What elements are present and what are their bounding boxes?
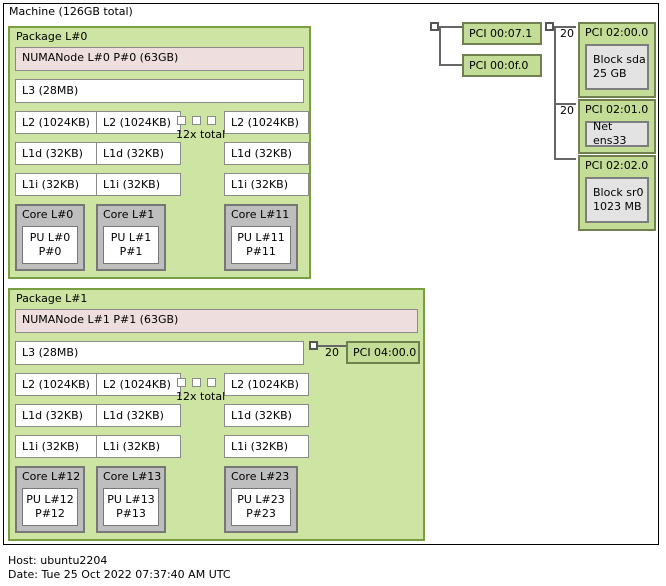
l1d-cache-box-1-2 [224, 404, 309, 427]
pci-left-line-h1 [439, 64, 463, 66]
l2-cache-box-0-2 [224, 111, 309, 134]
pci-link-speed-1: 20 [325, 346, 339, 359]
ellipsis-minibox-0-2 [207, 116, 216, 125]
ellipsis-minibox-1-1 [192, 378, 201, 387]
pu-box-1-1: PU L#13 P#13 [103, 488, 159, 526]
footer-date: Date: Tue 25 Oct 2022 07:37:40 AM UTC [8, 568, 231, 581]
footer-host: Host: ubuntu2204 [8, 554, 108, 567]
pu-box-0-1: PU L#1 P#1 [103, 226, 159, 264]
pu-box-0-2: PU L#11 P#11 [231, 226, 291, 264]
l3-cache-label-1: L3 (28MB) [22, 346, 79, 359]
pci-device-box-04000[interactable] [346, 341, 420, 364]
l1i-cache-label-1-1: L1i (32KB) [103, 440, 161, 453]
l2-cache-label-0-1: L2 (1024KB) [103, 116, 171, 129]
l2-cache-label-1-0: L2 (1024KB) [22, 378, 90, 391]
l3-cache-box-0 [15, 79, 304, 103]
l1d-cache-label-0-2: L1d (32KB) [231, 147, 292, 160]
pci-right-line-h1 [554, 103, 576, 105]
l2-cache-label-1-1: L2 (1024KB) [103, 378, 171, 391]
numanode-label-1: NUMANode L#1 P#1 (63GB) [22, 313, 179, 326]
core-label-0-2: Core L#11 [231, 208, 290, 221]
pci-link-line-1 [318, 345, 348, 347]
pci-device-box-000f0[interactable] [462, 54, 542, 77]
package-label-0: Package L#0 [16, 30, 88, 43]
pci-link-speed-02000: 20 [560, 27, 574, 40]
l1i-cache-label-0-0: L1i (32KB) [22, 178, 80, 191]
l1d-cache-box-0-2 [224, 142, 309, 165]
l3-cache-box-1 [15, 341, 304, 365]
pci-right-line-h0 [554, 26, 576, 28]
pci-device-label-00071: PCI 00:07.1 [469, 27, 533, 40]
core-label-0-1: Core L#1 [103, 208, 155, 221]
machine-label: Machine (126GB total) [9, 5, 133, 18]
numanode-label-0: NUMANode L#0 P#0 (63GB) [22, 51, 179, 64]
l1i-cache-box-0-1 [96, 173, 181, 196]
pci-left-line-v [439, 26, 441, 66]
ellipsis-minibox-0-0 [177, 116, 186, 125]
pu-box-1-2: PU L#23 P#23 [231, 488, 291, 526]
pci-device-label-02020: PCI 02:02.0 [585, 159, 649, 172]
l1d-cache-box-1-1 [96, 404, 181, 427]
core-label-0-0: Core L#0 [22, 208, 74, 221]
pci-right-line-v [554, 26, 556, 160]
osdev-box-block-sda[interactable]: Block sda 25 GB [585, 44, 649, 90]
core-label-1-1: Core L#13 [103, 470, 162, 483]
l1i-cache-box-0-2 [224, 173, 309, 196]
l3-cache-label-0: L3 (28MB) [22, 84, 79, 97]
pci-bridge-square-right [545, 22, 554, 31]
l1d-cache-label-0-0: L1d (32KB) [22, 147, 83, 160]
l1i-cache-box-1-1 [96, 435, 181, 458]
l1d-cache-box-0-1 [96, 142, 181, 165]
l1i-cache-label-0-1: L1i (32KB) [103, 178, 161, 191]
pu-box-1-0: PU L#12 P#12 [22, 488, 78, 526]
numanode-box-1 [15, 309, 418, 333]
core-label-1-0: Core L#12 [22, 470, 81, 483]
pu-box-0-0: PU L#0 P#0 [22, 226, 78, 264]
ellipsis-minibox-1-0 [177, 378, 186, 387]
l1i-cache-label-1-2: L1i (32KB) [231, 440, 289, 453]
l1d-cache-label-1-1: L1d (32KB) [103, 409, 164, 422]
l1d-cache-label-0-1: L1d (32KB) [103, 147, 164, 160]
total-note-1: 12x total [176, 390, 226, 403]
l2-cache-label-1-2: L2 (1024KB) [231, 378, 299, 391]
ellipsis-minibox-1-2 [207, 378, 216, 387]
pci-left-line-h0 [439, 26, 463, 28]
l1i-cache-label-0-2: L1i (32KB) [231, 178, 289, 191]
osdev-box-block-sr0[interactable]: Block sr0 1023 MB [585, 177, 649, 223]
pci-device-box-00071[interactable] [462, 22, 542, 45]
pci-right-line-h2 [554, 158, 576, 160]
pci-device-label-02000: PCI 02:00.0 [585, 26, 649, 39]
pci-bridge-square-left [430, 22, 439, 31]
l1d-cache-label-1-0: L1d (32KB) [22, 409, 83, 422]
osdev-box-net-ens33[interactable]: Net ens33 [585, 120, 649, 147]
pci-device-label-02010: PCI 02:01.0 [585, 103, 649, 116]
l2-cache-label-0-2: L2 (1024KB) [231, 116, 299, 129]
l1i-cache-box-1-2 [224, 435, 309, 458]
l2-cache-box-1-2 [224, 373, 309, 396]
ellipsis-minibox-0-1 [192, 116, 201, 125]
package-label-1: Package L#1 [16, 292, 88, 305]
pci-device-label-04000: PCI 04:00.0 [353, 346, 417, 359]
l1d-cache-label-1-2: L1d (32KB) [231, 409, 292, 422]
numanode-box-0 [15, 47, 304, 71]
pci-device-label-000f0: PCI 00:0f.0 [469, 59, 529, 72]
total-note-0: 12x total [176, 128, 226, 141]
l2-cache-label-0-0: L2 (1024KB) [22, 116, 90, 129]
core-label-1-2: Core L#23 [231, 470, 290, 483]
pci-link-speed-02010: 20 [560, 104, 574, 117]
l1i-cache-label-1-0: L1i (32KB) [22, 440, 80, 453]
pci-bridge-square-1 [309, 341, 318, 350]
